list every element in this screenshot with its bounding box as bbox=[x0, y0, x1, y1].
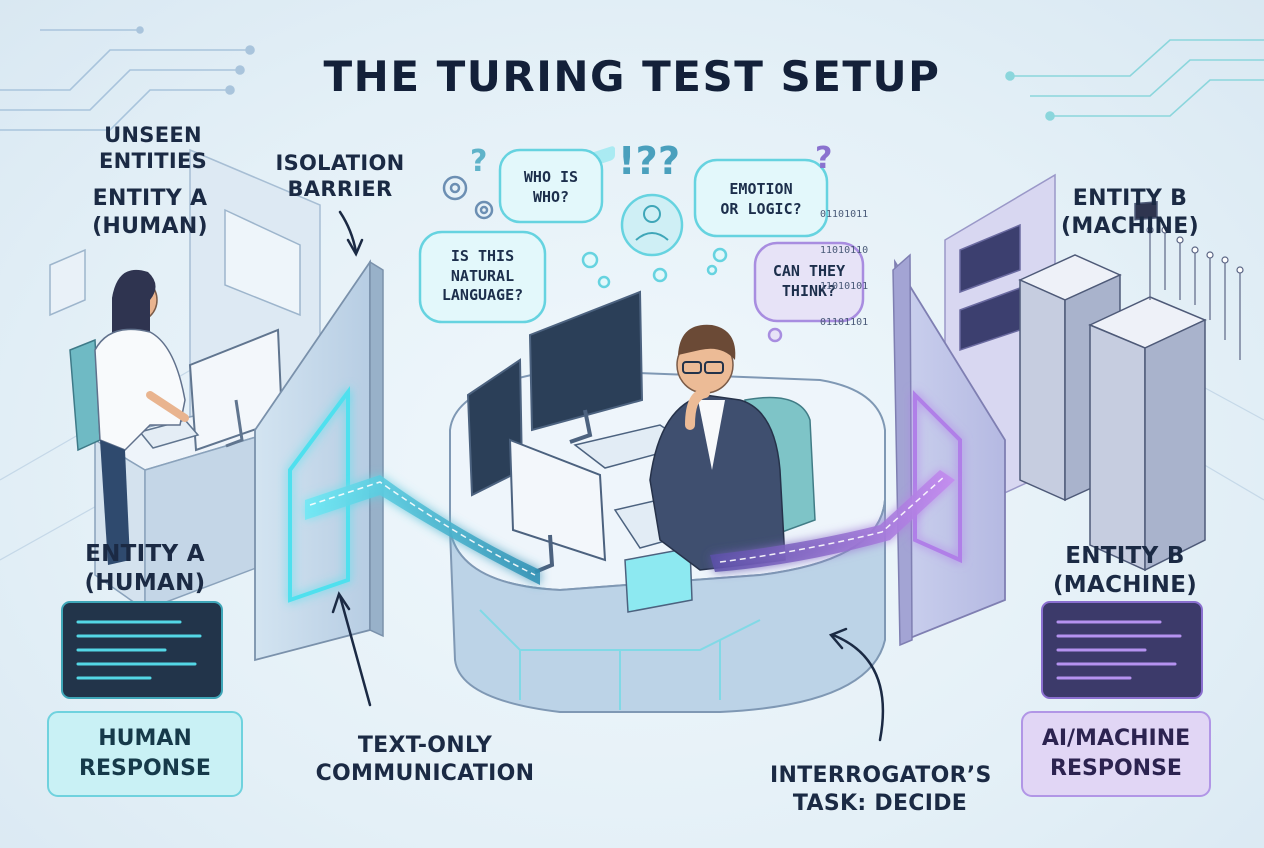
bubble-natural-line3: LANGUAGE? bbox=[441, 286, 524, 304]
entity-a-bottom-label: ENTITY A (HUMAN) bbox=[50, 540, 240, 598]
entity-b-bottom-line2: (MACHINE) bbox=[1052, 571, 1198, 598]
isolation-barrier-label: ISOLATION BARRIER bbox=[260, 150, 420, 203]
interrogator-line2: TASK: DECIDE bbox=[792, 790, 968, 816]
human-response-line2: RESPONSE bbox=[79, 756, 211, 781]
exclaim-question-icon: !?? bbox=[618, 139, 681, 183]
question-mark-icon: ? bbox=[470, 144, 488, 179]
entity-b-bottom-line1: ENTITY B bbox=[1065, 543, 1185, 569]
unseen-entities-line2: ENTITIES bbox=[98, 149, 208, 174]
bubble-think-line1: CAN THEY bbox=[772, 262, 846, 280]
bubble-natural-line1: IS THIS bbox=[450, 247, 515, 265]
page-title: THE TURING TEST SETUP bbox=[323, 52, 941, 101]
entity-b-top-line1: ENTITY B bbox=[1072, 186, 1188, 211]
machine-response-line1: AI/MACHINE bbox=[1041, 726, 1191, 752]
entity-a-top-line1: ENTITY A bbox=[92, 186, 208, 211]
human-response-box-bg bbox=[47, 711, 243, 797]
unseen-entities-line1: UNSEEN bbox=[104, 123, 202, 147]
thought-bubbles bbox=[418, 148, 865, 343]
machine-response-line2: RESPONSE bbox=[1050, 756, 1182, 781]
bubble-think-line2: THINK? bbox=[781, 281, 837, 300]
interrogator-task-label: INTERROGATOR’S TASK: DECIDE bbox=[770, 762, 992, 817]
question-mark-purple-icon: ? bbox=[815, 141, 833, 176]
entity-b-top-line2: (MACHINE) bbox=[1061, 213, 1199, 239]
human-response-box: HUMAN RESPONSE bbox=[48, 712, 242, 796]
text-only-line2: COMMUNICATION bbox=[315, 760, 535, 786]
entity-b-top-label: ENTITY B (MACHINE) bbox=[1040, 185, 1220, 240]
entity-a-bottom-line1: ENTITY A bbox=[85, 541, 205, 567]
machine-response-box: AI/MACHINE RESPONSE bbox=[1022, 712, 1210, 796]
isolation-line2: BARRIER bbox=[287, 177, 393, 202]
terminal-human bbox=[61, 601, 223, 699]
binary-line-3: 11010101 bbox=[820, 281, 869, 292]
data-flow-machine bbox=[710, 470, 955, 572]
binary-code: 01101011 11010110 11010101 01101101 bbox=[820, 185, 868, 341]
entity-b-bottom-label: ENTITY B (MACHINE) bbox=[1030, 542, 1220, 600]
bubble-who-line1: WHO IS bbox=[523, 168, 579, 186]
gear-icon bbox=[442, 175, 494, 220]
data-flow-human bbox=[305, 475, 540, 585]
terminal-machine bbox=[1041, 601, 1203, 699]
isolation-wall-left bbox=[254, 259, 384, 662]
isolation-wall-right bbox=[892, 253, 1006, 647]
circuit-traces-right bbox=[1005, 39, 1264, 121]
server-rack-right bbox=[1088, 200, 1207, 572]
binary-line-4: 01101101 bbox=[820, 317, 869, 328]
bubble-emotion-line1: EMOTION bbox=[729, 180, 793, 198]
human-response-line1: HUMAN bbox=[98, 726, 192, 752]
isolation-line1: ISOLATION bbox=[275, 151, 405, 175]
bubble-emotion-or-logic: EMOTION OR LOGIC? bbox=[695, 180, 827, 219]
annotation-arrows bbox=[331, 210, 885, 742]
binary-line-1: 01101011 bbox=[820, 209, 869, 220]
entity-a-bottom-line2: (HUMAN) bbox=[84, 569, 206, 596]
circuit-traces-left bbox=[0, 26, 255, 131]
text-only-communication-label: TEXT-ONLY COMMUNICATION bbox=[300, 732, 550, 787]
text-only-line1: TEXT-ONLY bbox=[357, 733, 493, 758]
interrogator-line1: INTERROGATOR’S bbox=[770, 763, 992, 788]
binary-line-2: 11010110 bbox=[820, 245, 869, 256]
interrogator-person bbox=[649, 324, 816, 571]
bubble-who-line2: WHO? bbox=[532, 187, 570, 206]
entity-a-top-label: ENTITY A (HUMAN) bbox=[60, 185, 240, 240]
bubble-natural-line2: NATURAL bbox=[450, 266, 515, 285]
entity-a-top-line2: (HUMAN) bbox=[92, 213, 208, 239]
machine-response-box-bg bbox=[1021, 711, 1211, 797]
bubble-who-is-who: WHO IS WHO? bbox=[500, 168, 602, 207]
unseen-entities-label: UNSEEN ENTITIES bbox=[78, 122, 228, 175]
bubble-emotion-line2: OR LOGIC? bbox=[720, 199, 802, 218]
bubble-natural-language: IS THIS NATURAL LANGUAGE? bbox=[420, 247, 545, 306]
bubble-can-they-think: CAN THEY THINK? bbox=[755, 262, 863, 301]
